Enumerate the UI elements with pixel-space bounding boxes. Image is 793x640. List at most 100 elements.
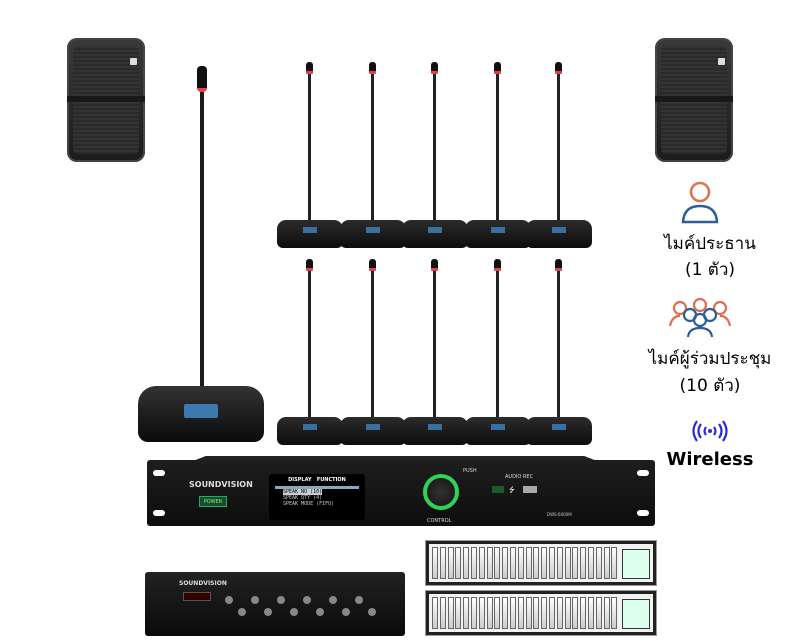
mixer-amplifier: SOUNDVISION [145, 572, 405, 636]
amplifier-knob[interactable] [329, 596, 337, 604]
amplifier-knob[interactable] [251, 596, 259, 604]
fader-channel [572, 547, 579, 579]
amplifier-knob[interactable] [368, 608, 376, 616]
fader-channel [486, 547, 493, 579]
upper-mixer-panel [425, 540, 657, 586]
delegate-microphone [277, 62, 343, 248]
fader-channel [580, 547, 587, 579]
fader-channel [494, 597, 501, 629]
amplifier-knob[interactable] [277, 596, 285, 604]
fader-channel [611, 547, 618, 579]
fader-channel [525, 597, 532, 629]
delegate-label: ไมค์ผู้ร่วมประชุม [648, 349, 772, 369]
display-line: SPEAK MODE (FIFO) [283, 501, 335, 507]
amplifier-knob[interactable] [303, 596, 311, 604]
chairman-label: ไมค์ประธาน [664, 234, 756, 254]
fader-channel [502, 547, 509, 579]
delegate-microphone [340, 62, 406, 248]
wireless-label: Wireless [666, 449, 754, 470]
amplifier-knob[interactable] [238, 608, 246, 616]
chairman-microphone [138, 66, 264, 442]
display-line: SPEAK QTY (4) [283, 495, 323, 501]
usb-icon: ⭍ [509, 486, 515, 494]
fader-channel [525, 547, 532, 579]
fader-channel [510, 597, 516, 629]
fader-channel [541, 597, 548, 629]
delegate-microphone [526, 62, 592, 248]
fader-channel [502, 597, 509, 629]
amplifier-knob[interactable] [342, 608, 350, 616]
fader-channel [471, 547, 477, 579]
amplifier-knob[interactable] [316, 608, 324, 616]
amplifier-brand: SOUNDVISION [179, 580, 227, 587]
fader-channel [455, 547, 462, 579]
fader-channel [517, 547, 524, 579]
fader-channel [603, 597, 610, 629]
display-screen: DISPLAY FUNCTION SPEAK NO (10)SPEAK QTY … [269, 474, 365, 520]
fader-channel [494, 547, 501, 579]
delegate-microphone [526, 259, 592, 445]
main-control-unit: SOUNDVISION POWER DISPLAY FUNCTION SPEAK… [147, 460, 655, 526]
fader-channel [603, 547, 610, 579]
amplifier-knob[interactable] [355, 596, 363, 604]
fader-channel [463, 597, 470, 629]
fader-channel [549, 547, 555, 579]
fader-channel [611, 597, 618, 629]
control-label: CONTROL [427, 518, 452, 524]
usb-port [523, 486, 537, 493]
fader-channel [541, 547, 548, 579]
fader-channel [463, 547, 470, 579]
panel-screen [622, 549, 650, 579]
fader-channel [510, 547, 516, 579]
panel-screen [622, 599, 650, 629]
amplifier-knob[interactable] [264, 608, 272, 616]
lower-mixer-panel [425, 590, 657, 636]
audio-rec-label: AUDIO REC [505, 474, 534, 480]
fader-channel [533, 597, 540, 629]
fader-channel [439, 547, 446, 579]
fader-channel [556, 547, 563, 579]
amplifier-knob[interactable] [225, 596, 233, 604]
display-line: SPEAK NO (10) [283, 489, 323, 495]
group-icon [668, 298, 732, 338]
amplifier-knob[interactable] [290, 608, 298, 616]
display-title: DISPLAY FUNCTION [288, 477, 346, 483]
push-label: PUSH [463, 468, 477, 474]
delegate-count: (10 ตัว) [679, 376, 741, 396]
fader-channel [478, 597, 485, 629]
fader-channel [517, 597, 524, 629]
fader-channel [447, 547, 454, 579]
fader-channel [595, 597, 602, 629]
wireless-signal-icon [692, 420, 728, 442]
fader-channel [580, 597, 587, 629]
fader-channel [478, 547, 485, 579]
model-label: DWS-6000M [547, 512, 572, 517]
delegate-microphone [340, 259, 406, 445]
fader-channel [447, 597, 454, 629]
left-speaker [67, 38, 145, 162]
fader-channel [432, 597, 438, 629]
right-speaker [655, 38, 733, 162]
fader-channel [432, 547, 438, 579]
control-knob[interactable] [423, 474, 459, 510]
fader-channel [486, 597, 493, 629]
fader-channel [564, 597, 571, 629]
fader-channel [455, 597, 462, 629]
fader-channel [595, 547, 602, 579]
delegate-microphone [465, 62, 531, 248]
rec-button[interactable] [492, 486, 504, 493]
fader-channel [588, 597, 594, 629]
fader-channel [588, 547, 594, 579]
person-icon [681, 181, 719, 224]
power-button[interactable]: POWER [199, 496, 227, 507]
brand-logo: SOUNDVISION [189, 480, 253, 489]
fader-channel [549, 597, 555, 629]
fader-channel [471, 597, 477, 629]
chairman-count: (1 ตัว) [684, 260, 736, 280]
delegate-microphone [402, 62, 468, 248]
delegate-microphone [277, 259, 343, 445]
delegate-microphone [402, 259, 468, 445]
fader-channel [556, 597, 563, 629]
fader-channel [572, 597, 579, 629]
delegate-microphone [465, 259, 531, 445]
